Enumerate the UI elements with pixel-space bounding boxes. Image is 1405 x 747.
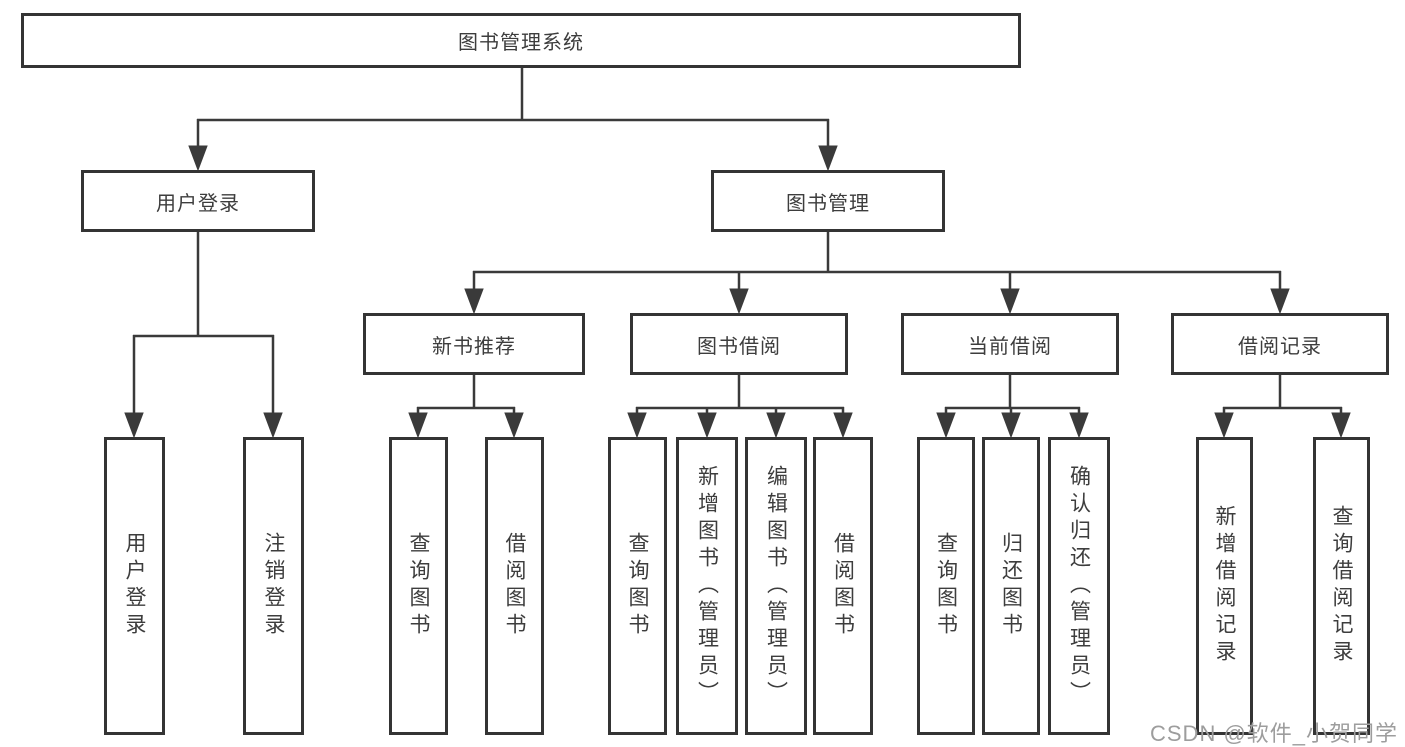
arrowhead — [936, 412, 956, 439]
leaf-query-borrow-record-label: 查询借阅记录 — [1330, 505, 1353, 667]
node-book-management: 图书管理 — [711, 170, 945, 232]
arrowhead — [833, 412, 853, 439]
leaf-query-books-1-label: 查询图书 — [407, 532, 430, 640]
leaf-user-login: 用户登录 — [104, 437, 165, 735]
leaf-add-book-admin-label: 新增图书（管理员） — [695, 464, 719, 708]
leaf-edit-book-admin: 编辑图书（管理员） — [745, 437, 807, 735]
leaf-add-borrow-record-label: 新增借阅记录 — [1213, 505, 1236, 667]
arrowhead — [766, 412, 786, 439]
leaf-add-book-admin: 新增图书（管理员） — [676, 437, 738, 735]
arrowhead — [1069, 412, 1089, 439]
arrowhead — [504, 412, 524, 439]
arrowhead — [729, 288, 749, 315]
node-new-book-recommend: 新书推荐 — [363, 313, 585, 375]
arrowhead — [188, 145, 208, 172]
node-borrow-records-label: 借阅记录 — [1238, 335, 1322, 358]
node-new-book-recommend-label: 新书推荐 — [432, 335, 516, 358]
leaf-edit-book-admin-label: 编辑图书（管理员） — [764, 464, 788, 708]
leaf-borrow-books-2-label: 借阅图书 — [831, 532, 855, 640]
leaf-query-books-1: 查询图书 — [389, 437, 448, 735]
leaf-query-books-3-label: 查询图书 — [934, 532, 958, 640]
arrowhead — [697, 412, 717, 439]
leaf-user-login-label: 用户登录 — [123, 532, 146, 640]
node-root-label: 图书管理系统 — [458, 32, 584, 54]
node-current-borrow: 当前借阅 — [901, 313, 1119, 375]
arrowhead — [818, 145, 838, 172]
node-user-login: 用户登录 — [81, 170, 315, 232]
node-user-login-label: 用户登录 — [156, 192, 240, 215]
arrowhead — [464, 288, 484, 315]
arrowhead — [1000, 288, 1020, 315]
node-book-management-label: 图书管理 — [786, 192, 870, 215]
leaf-borrow-books-2: 借阅图书 — [813, 437, 873, 735]
node-borrow-records: 借阅记录 — [1171, 313, 1389, 375]
leaf-borrow-books-1: 借阅图书 — [485, 437, 544, 735]
arrowhead — [263, 412, 283, 439]
arrowhead — [627, 412, 647, 439]
node-current-borrow-label: 当前借阅 — [968, 335, 1052, 358]
leaf-query-books-3: 查询图书 — [917, 437, 975, 735]
arrowhead — [124, 412, 144, 439]
leaf-borrow-books-1-label: 借阅图书 — [503, 532, 526, 640]
leaf-query-books-2: 查询图书 — [608, 437, 667, 735]
node-book-borrow: 图书借阅 — [630, 313, 848, 375]
leaf-query-borrow-record: 查询借阅记录 — [1313, 437, 1370, 735]
arrowhead — [1331, 412, 1351, 439]
leaf-logout-label: 注销登录 — [262, 532, 285, 640]
arrowhead — [1001, 412, 1021, 439]
leaf-confirm-return-admin-label: 确认归还（管理员） — [1067, 464, 1091, 708]
leaf-query-books-2-label: 查询图书 — [626, 532, 649, 640]
leaf-return-books: 归还图书 — [982, 437, 1040, 735]
watermark: CSDN @软件_小贺同学 — [1150, 721, 1399, 746]
leaf-return-books-label: 归还图书 — [999, 532, 1023, 640]
arrowhead — [408, 412, 428, 439]
leaf-add-borrow-record: 新增借阅记录 — [1196, 437, 1253, 735]
leaf-confirm-return-admin: 确认归还（管理员） — [1048, 437, 1110, 735]
node-book-borrow-label: 图书借阅 — [697, 335, 781, 358]
arrowhead — [1214, 412, 1234, 439]
arrowhead — [1270, 288, 1290, 315]
node-root: 图书管理系统 — [21, 13, 1021, 68]
leaf-logout: 注销登录 — [243, 437, 304, 735]
